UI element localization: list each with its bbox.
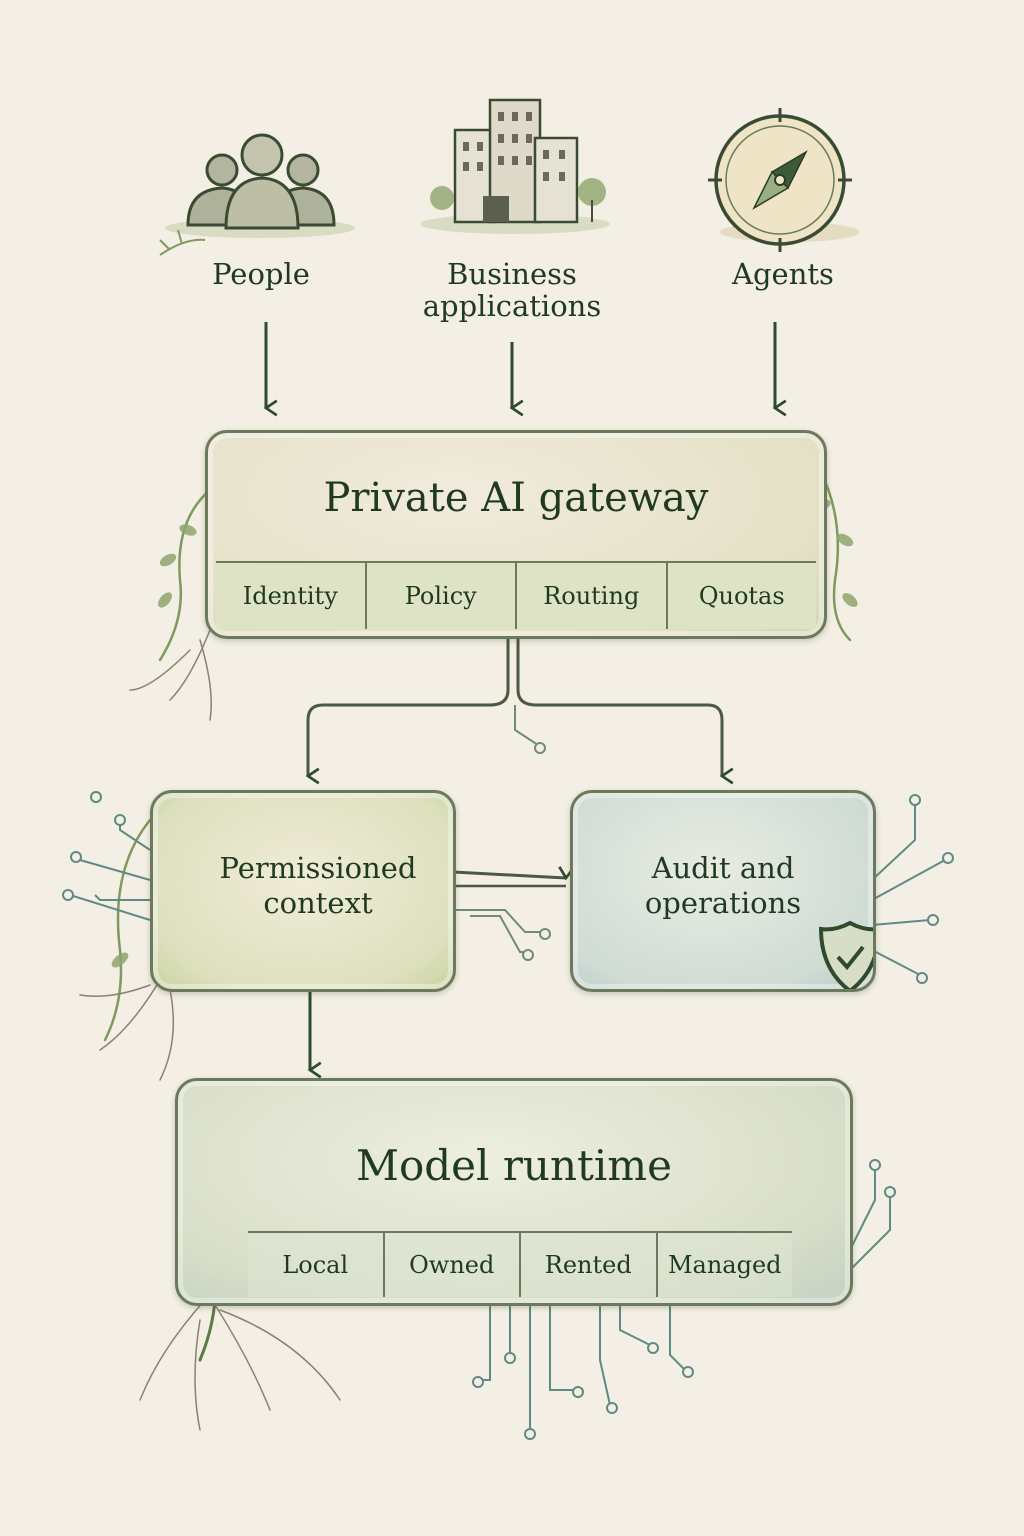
private-ai-gateway-box: Private AI gateway Identity Policy Routi…: [205, 430, 827, 639]
runtime-segment-managed: Managed: [667, 1251, 782, 1279]
compass-icon: [708, 108, 860, 252]
shield-check-icon: [818, 920, 873, 989]
agents-label: Agents: [732, 257, 834, 291]
gateway-split-arrows: [305, 636, 734, 785]
runtime-segment-rented: Rented: [521, 1233, 658, 1297]
audit-title: Audit and operations: [644, 851, 802, 921]
gateway-segment-routing: Routing: [517, 563, 668, 629]
runtime-segment-local: Local: [248, 1233, 385, 1297]
runtime-segment-owned: Owned: [385, 1233, 521, 1297]
runtime-segments: Local Owned Rented Managed: [248, 1231, 792, 1297]
source-arrows: [263, 322, 787, 417]
gateway-segment-policy: Policy: [367, 563, 517, 629]
people-label: People: [212, 257, 310, 291]
building-icon: [420, 98, 610, 234]
audit-and-operations-box: Audit and operations: [570, 790, 876, 992]
context-to-audit-arrow: [452, 866, 575, 961]
model-runtime-box: Model runtime Local Owned Rented Managed: [175, 1078, 853, 1306]
business-applications-label: Business applications: [422, 257, 602, 324]
gateway-segment-quotas: Quotas: [698, 582, 785, 610]
people-icon: [159, 133, 355, 256]
context-title: Permissioned context: [219, 851, 417, 921]
gateway-title: Private AI gateway: [323, 475, 709, 521]
permissioned-context-box: Permissioned context: [150, 790, 456, 992]
gateway-segments: Identity Policy Routing Quotas: [216, 561, 816, 629]
gateway-segment-identity: Identity: [216, 563, 367, 629]
runtime-title: Model runtime: [356, 1141, 672, 1190]
